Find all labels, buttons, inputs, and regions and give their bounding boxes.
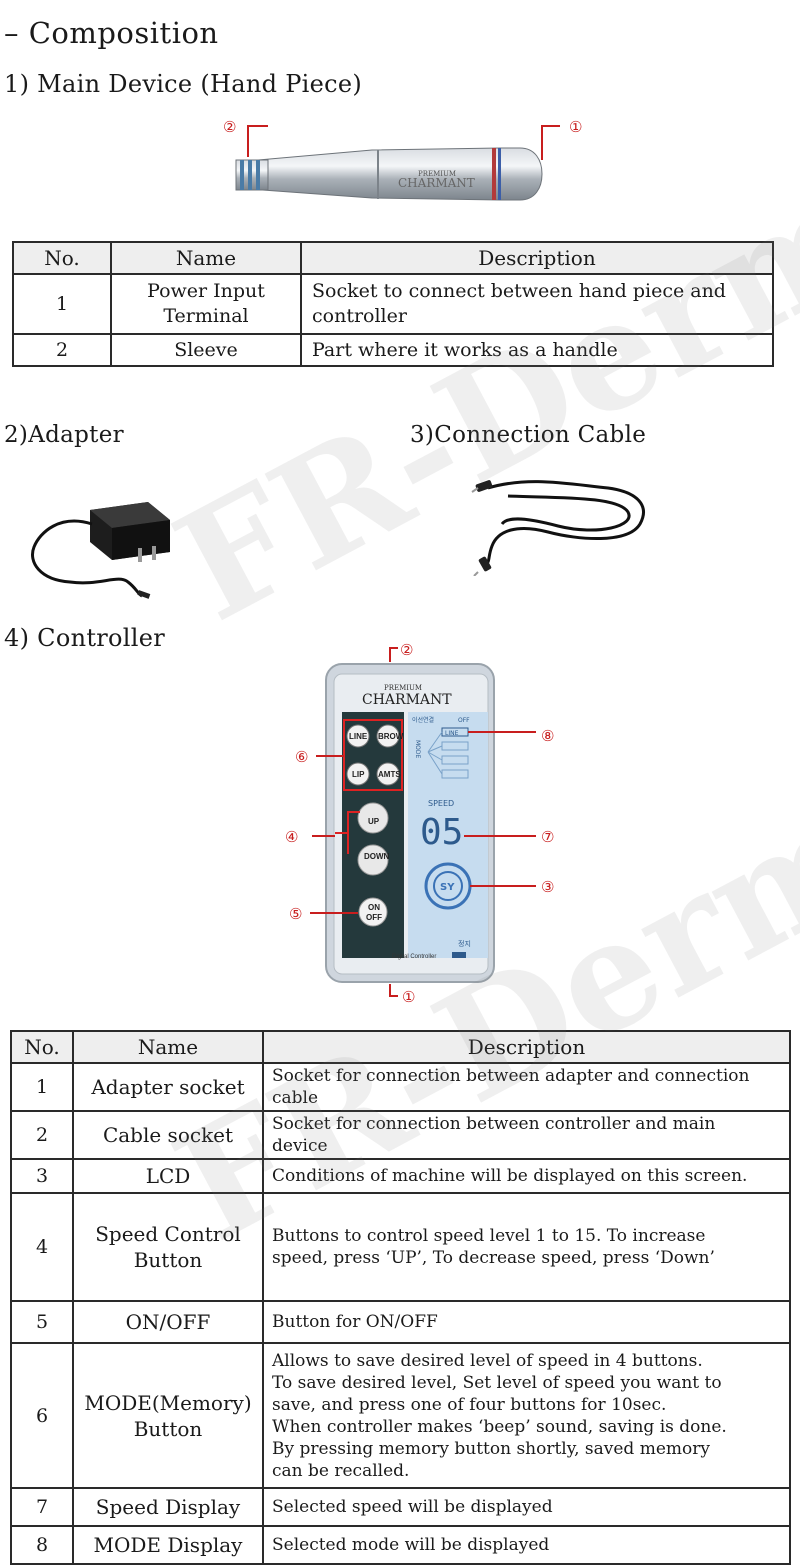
brow-button[interactable]: BROW [378,732,404,741]
lcd-speed-value: 05 [420,812,463,853]
table-row: 2 Sleeve Part where it works as a handle [12,333,774,367]
ctrl-callout-4: ④ [285,828,298,846]
adapter-image [31,502,170,599]
handpiece-brand: CHARMANT [398,176,475,190]
lcd-speed-label: SPEED [428,799,454,808]
table2-row3-name: LCD [72,1158,264,1194]
table2-row6-name: MODE(Memory) Button [72,1342,264,1489]
table2-row7-name: Speed Display [72,1487,264,1527]
controller-brand-top: PREMIUM [384,684,422,692]
section-main-device: 1) Main Device (Hand Piece) [4,70,363,98]
table2-row6-no: 6 [10,1342,74,1489]
section-controller: 4) Controller [4,624,166,652]
table2-header-description: Description [262,1030,791,1064]
controller-brand: CHARMANT [362,692,452,708]
lcd-mode-value: LINE [445,730,459,737]
table1-row2-name: Sleeve [110,333,302,367]
ctrl-callout-7: ⑦ [541,828,554,846]
table2-row8-name: MODE Display [72,1525,264,1565]
handpiece-brand-top: PREMIUM [418,170,456,178]
table2-row8-no: 8 [10,1525,74,1565]
handpiece-image: PREMIUM CHARMANT ② ① [223,118,582,201]
table2-row1-desc: Socket for connection between adapter an… [262,1062,791,1112]
handpiece-table: No. Name Description 1 Power Input Termi… [12,241,774,367]
table1-header-name: Name [110,241,302,275]
ctrl-callout-3: ③ [541,878,554,896]
table2-row2-name: Cable socket [72,1110,264,1160]
section-cable: 3)Connection Cable [410,422,647,448]
on-button[interactable]: ON [368,903,380,912]
table2-row4-no: 4 [10,1192,74,1302]
ctrl-callout-6: ⑥ [295,748,308,766]
table2-row2-desc: Socket for connection between controller… [262,1110,791,1160]
table2-row1-no: 1 [10,1062,74,1112]
lcd-top-right: OFF [458,717,470,724]
table1-header-no: No. [12,241,112,275]
table1-row2-no: 2 [12,333,112,367]
table-row: 7 Speed Display Selected speed will be d… [10,1487,791,1527]
ctrl-callout-2: ② [400,641,413,659]
table2-row5-desc: Button for ON/OFF [262,1300,791,1344]
callout-2: ② [223,118,236,136]
table-row: 5 ON/OFF Button for ON/OFF [10,1300,791,1344]
table2-header-no: No. [10,1030,74,1064]
table1-row2-desc: Part where it works as a handle [300,333,774,367]
table-row: 8 MODE Display Selected mode will be dis… [10,1525,791,1565]
table2-row3-desc: Conditions of machine will be displayed … [262,1158,791,1194]
table-row: 6 MODE(Memory) Button Allows to save des… [10,1342,791,1489]
table1-header-description: Description [300,241,774,275]
ctrl-callout-8: ⑧ [541,727,554,745]
table-row: 3 LCD Conditions of machine will be disp… [10,1158,791,1194]
table2-row7-no: 7 [10,1487,74,1527]
lcd-bottom: 정지 [458,939,471,948]
table2-row4-desc: Buttons to control speed level 1 to 15. … [262,1192,791,1302]
table2-header-name: Name [72,1030,264,1064]
controller-table: No. Name Description 1 Adapter socket So… [10,1030,791,1565]
lcd-top-left: 이선연결 [412,716,434,724]
table2-row3-no: 3 [10,1158,74,1194]
amts-button[interactable]: AMTS [378,770,401,779]
controller-image: PREMIUM CHARMANT 이선연결 OFF MODE LINE SPEE… [285,641,554,1006]
section-adapter: 2)Adapter [4,422,124,448]
lcd-logo: SY [440,882,455,893]
page-heading: – Composition [4,16,219,50]
controller-footer: Digital Controller [392,954,436,960]
table2-row7-desc: Selected speed will be displayed [262,1487,791,1527]
table1-row1-desc: Socket to connect between hand piece and… [300,273,774,335]
lip-button[interactable]: LIP [352,770,365,779]
ctrl-callout-5: ⑤ [289,905,302,923]
table-row: 2 Cable socket Socket for connection bet… [10,1110,791,1160]
table1-row1-no: 1 [12,273,112,335]
table-row: 1 Power Input Terminal Socket to connect… [12,273,774,335]
table-row: 1 Adapter socket Socket for connection b… [10,1062,791,1112]
callout-1: ① [569,118,582,136]
table2-row8-desc: Selected mode will be displayed [262,1525,791,1565]
up-button[interactable]: UP [368,817,380,826]
line-button[interactable]: LINE [349,732,368,741]
table2-row2-no: 2 [10,1110,74,1160]
table2-row5-name: ON/OFF [72,1300,264,1344]
down-button[interactable]: DOWN [364,852,390,861]
cable-image [471,480,645,576]
ctrl-callout-1: ① [402,988,415,1006]
table2-row6-desc: Allows to save desired level of speed in… [262,1342,791,1489]
table1-row1-name: Power Input Terminal [110,273,302,335]
off-button[interactable]: OFF [366,913,382,922]
table2-row5-no: 5 [10,1300,74,1344]
table-row: 4 Speed Control Button Buttons to contro… [10,1192,791,1302]
lcd-mode-label: MODE [414,740,421,759]
table2-row1-name: Adapter socket [72,1062,264,1112]
table2-row4-name: Speed Control Button [72,1192,264,1302]
